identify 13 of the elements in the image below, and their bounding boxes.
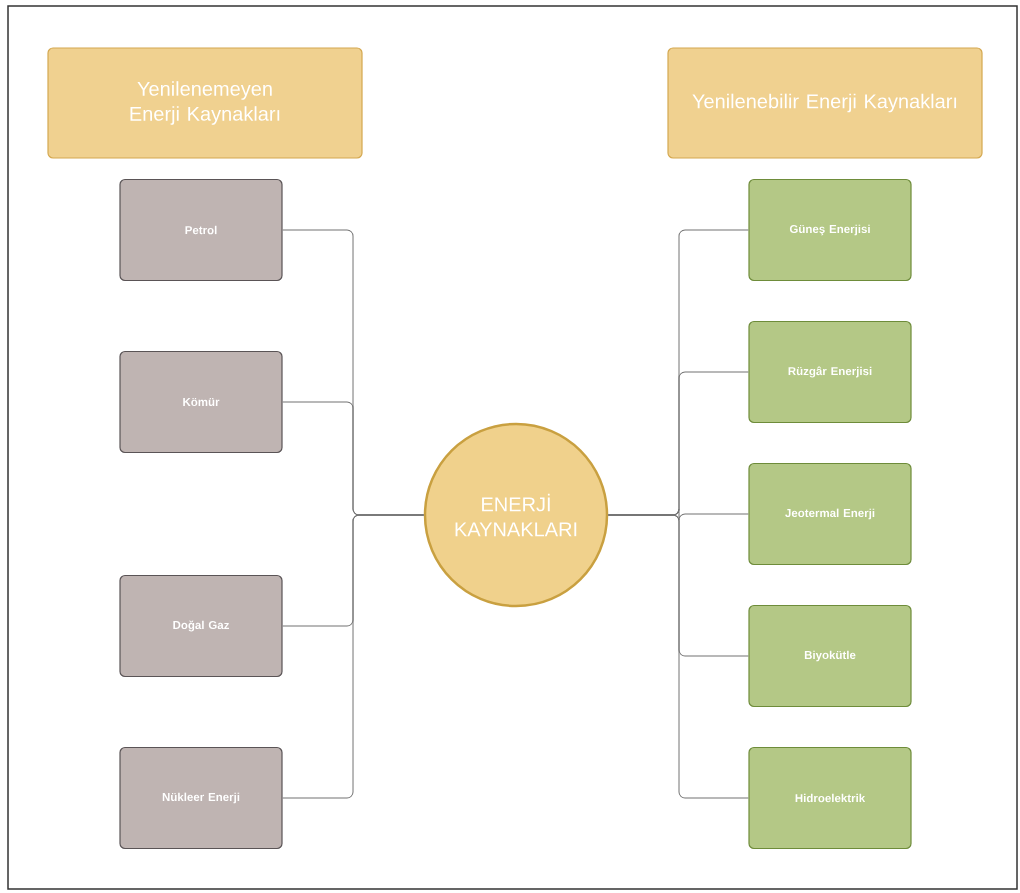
category-box: Kömür [119,350,283,454]
header-box: Yenilenebilir Enerji Kaynakları [667,47,983,159]
category-box: Hidroelektrik [748,746,912,850]
header-box: Yenilenemeyen Enerji Kaynakları [47,47,363,159]
category-box: Doğal Gaz [119,574,283,678]
category-box: Biyokütle [748,604,912,708]
category-box: Jeotermal Enerji [748,462,912,566]
category-box: Güneş Enerjisi [748,178,912,282]
category-box: Petrol [119,178,283,282]
connector [282,514,425,799]
category-box: Nükleer Enerji [119,746,283,850]
connector [607,514,749,799]
category-box: Rüzgâr Enerjisi [748,320,912,424]
